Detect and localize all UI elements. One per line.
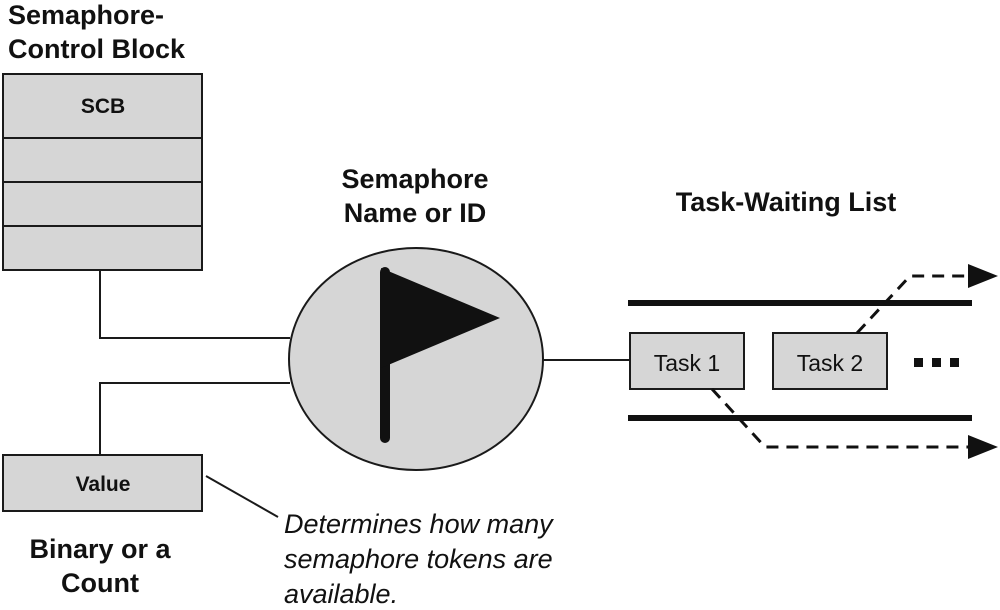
value-connector bbox=[99, 382, 290, 455]
waiting-list: Task 1 Task 2 bbox=[628, 264, 998, 459]
top-arrowhead-icon bbox=[968, 264, 998, 288]
scb-row-3 bbox=[2, 225, 203, 271]
semaphore-circle bbox=[288, 247, 544, 471]
scb-row-1 bbox=[2, 137, 203, 183]
more-tasks-ellipsis bbox=[914, 358, 959, 367]
value-caption-line2: Count bbox=[61, 568, 139, 598]
note-line2: semaphore tokens are bbox=[284, 544, 553, 574]
scb-block: SCB bbox=[2, 73, 203, 271]
scb-title-line2: Control Block bbox=[8, 34, 186, 64]
value-caption-line1: Binary or a bbox=[29, 534, 171, 564]
scb-title-line1: Semaphore- bbox=[8, 0, 164, 30]
task-2-exit-path bbox=[855, 274, 972, 335]
value-label: Value bbox=[76, 473, 131, 496]
task-1-box bbox=[629, 332, 745, 390]
scb-connector bbox=[99, 270, 290, 339]
note-line1: Determines how many bbox=[284, 509, 554, 539]
semaphore-title-line1: Semaphore bbox=[341, 164, 488, 194]
scb-row-2 bbox=[2, 181, 203, 227]
task-2-label: Task 2 bbox=[797, 350, 863, 376]
value-cell bbox=[2, 454, 203, 512]
task-1-exit-path bbox=[710, 387, 972, 449]
waiting-list-title: Task-Waiting List bbox=[676, 187, 897, 217]
bottom-arrowhead-icon bbox=[968, 435, 998, 459]
semaphore-title-line2: Name or ID bbox=[344, 198, 487, 228]
scb-header-label: SCB bbox=[81, 95, 125, 118]
scb-header-cell bbox=[2, 73, 203, 139]
note-leader-line bbox=[205, 475, 279, 518]
value-box: Value bbox=[2, 454, 203, 512]
flag-icon bbox=[380, 267, 500, 443]
task-2-box bbox=[772, 332, 888, 390]
task-1-label: Task 1 bbox=[654, 350, 720, 376]
note-line3: available. bbox=[284, 579, 398, 609]
semaphore-node bbox=[288, 247, 544, 471]
